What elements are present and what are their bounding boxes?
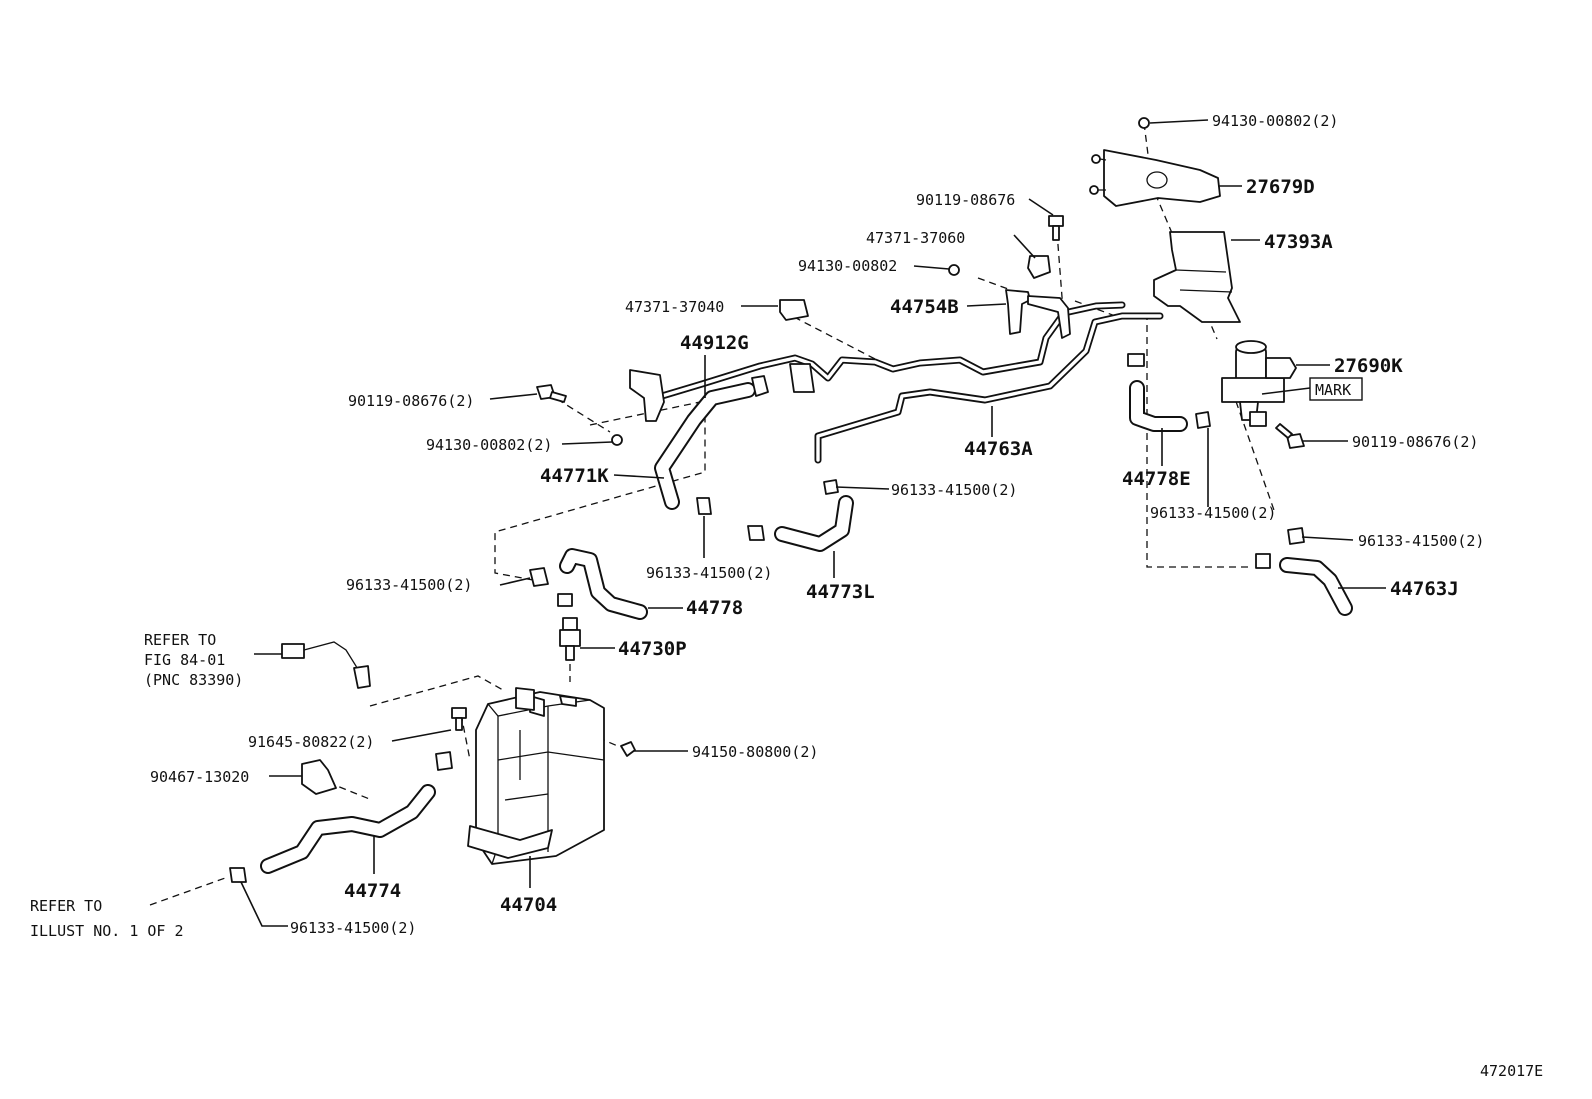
hose-44771k xyxy=(654,382,756,510)
clamp-47371-37060 xyxy=(1027,255,1051,279)
label-44773l: 44773L xyxy=(806,581,875,603)
bolt-91645 xyxy=(451,707,467,731)
label-44704: 44704 xyxy=(500,894,557,916)
nut-94130-mid xyxy=(948,264,960,276)
cover-47393a xyxy=(1153,231,1241,323)
label-47371-37060: 47371-37060 xyxy=(866,229,965,247)
label-44774: 44774 xyxy=(344,880,401,902)
part-labels: 94130-00802(2) 27679D 90119-08676 47393A… xyxy=(30,112,1543,1080)
label-44778e: 44778E xyxy=(1122,468,1191,490)
nut-94130-left xyxy=(611,434,623,446)
hose-44773l xyxy=(774,495,854,552)
note-refer-fig-line1: REFER TO xyxy=(144,631,216,649)
mark-box: MARK xyxy=(1309,377,1363,401)
valve-44730p xyxy=(559,617,581,661)
leader-lines xyxy=(240,119,1386,927)
label-44763a: 44763A xyxy=(964,438,1033,460)
hose-44763j xyxy=(1279,557,1353,616)
label-96133-41500-right-a: 96133-41500(2) xyxy=(1150,504,1276,522)
pipe-support-center xyxy=(789,363,815,393)
label-96133-41500-center: 96133-41500(2) xyxy=(646,564,772,582)
label-94130-00802-top: 94130-00802(2) xyxy=(1212,112,1338,130)
label-mark: MARK xyxy=(1315,381,1351,399)
label-44763j: 44763J xyxy=(1390,578,1459,600)
clamp-47371-37040 xyxy=(779,299,809,321)
bolt-90119-left xyxy=(536,384,567,403)
note-refer-fig-line2: FIG 84-01 xyxy=(144,651,225,669)
label-91645-80822: 91645-80822(2) xyxy=(248,733,374,751)
pipe-44912g xyxy=(658,301,1126,400)
hose-44774 xyxy=(260,784,436,874)
label-44778: 44778 xyxy=(686,597,743,619)
label-94130-00802-left: 94130-00802(2) xyxy=(426,436,552,454)
clamp-90467-13020 xyxy=(301,759,337,795)
pipe-bracket-left xyxy=(629,369,665,422)
label-47371-37040: 47371-37040 xyxy=(625,298,724,316)
label-27679d: 27679D xyxy=(1246,176,1315,198)
label-94150-80800: 94150-80800(2) xyxy=(692,743,818,761)
hose-44778e xyxy=(1129,380,1188,432)
label-44912g: 44912G xyxy=(680,332,749,354)
bracket-44754b xyxy=(1005,289,1071,339)
note-refer-illust-line1: REFER TO xyxy=(30,897,102,915)
vsv-27690k xyxy=(1221,340,1297,427)
note-refer-fig-line3: (PNC 83390) xyxy=(144,671,243,689)
label-96133-41500-right-b: 96133-41500(2) xyxy=(1358,532,1484,550)
note-refer-illust-line2: ILLUST NO. 1 OF 2 xyxy=(30,922,184,940)
bolt-90119-a xyxy=(1048,215,1064,241)
label-90119-08676-a: 90119-08676 xyxy=(916,191,1015,209)
label-44730p: 44730P xyxy=(618,638,687,660)
hose-44778 xyxy=(559,548,648,620)
label-90467-13020: 90467-13020 xyxy=(150,768,249,786)
label-90119-08676-right: 90119-08676(2) xyxy=(1352,433,1478,451)
grommet-94150 xyxy=(620,741,636,757)
label-96133-41500-bottom: 96133-41500(2) xyxy=(290,919,416,937)
label-90119-08676-left: 90119-08676(2) xyxy=(348,392,474,410)
diagram-id: 472017E xyxy=(1480,1062,1543,1080)
label-44754b: 44754B xyxy=(890,296,959,318)
label-96133-41500-mid: 96133-41500(2) xyxy=(891,481,1017,499)
pipe-44763a xyxy=(814,312,1164,464)
label-44771k: 44771K xyxy=(540,465,609,487)
bolt-90119-right xyxy=(1275,423,1305,449)
label-27690k: 27690K xyxy=(1334,355,1403,377)
bracket-27679d xyxy=(1089,149,1221,207)
sensor-83390 xyxy=(281,641,371,689)
label-47393a: 47393A xyxy=(1264,231,1333,253)
label-94130-00802-mid: 94130-00802 xyxy=(798,257,897,275)
hose-clamps xyxy=(229,353,1305,883)
charcoal-canister-44704 xyxy=(467,687,605,865)
label-96133-41500-left: 96133-41500(2) xyxy=(346,576,472,594)
nut-94130-top xyxy=(1138,117,1150,129)
